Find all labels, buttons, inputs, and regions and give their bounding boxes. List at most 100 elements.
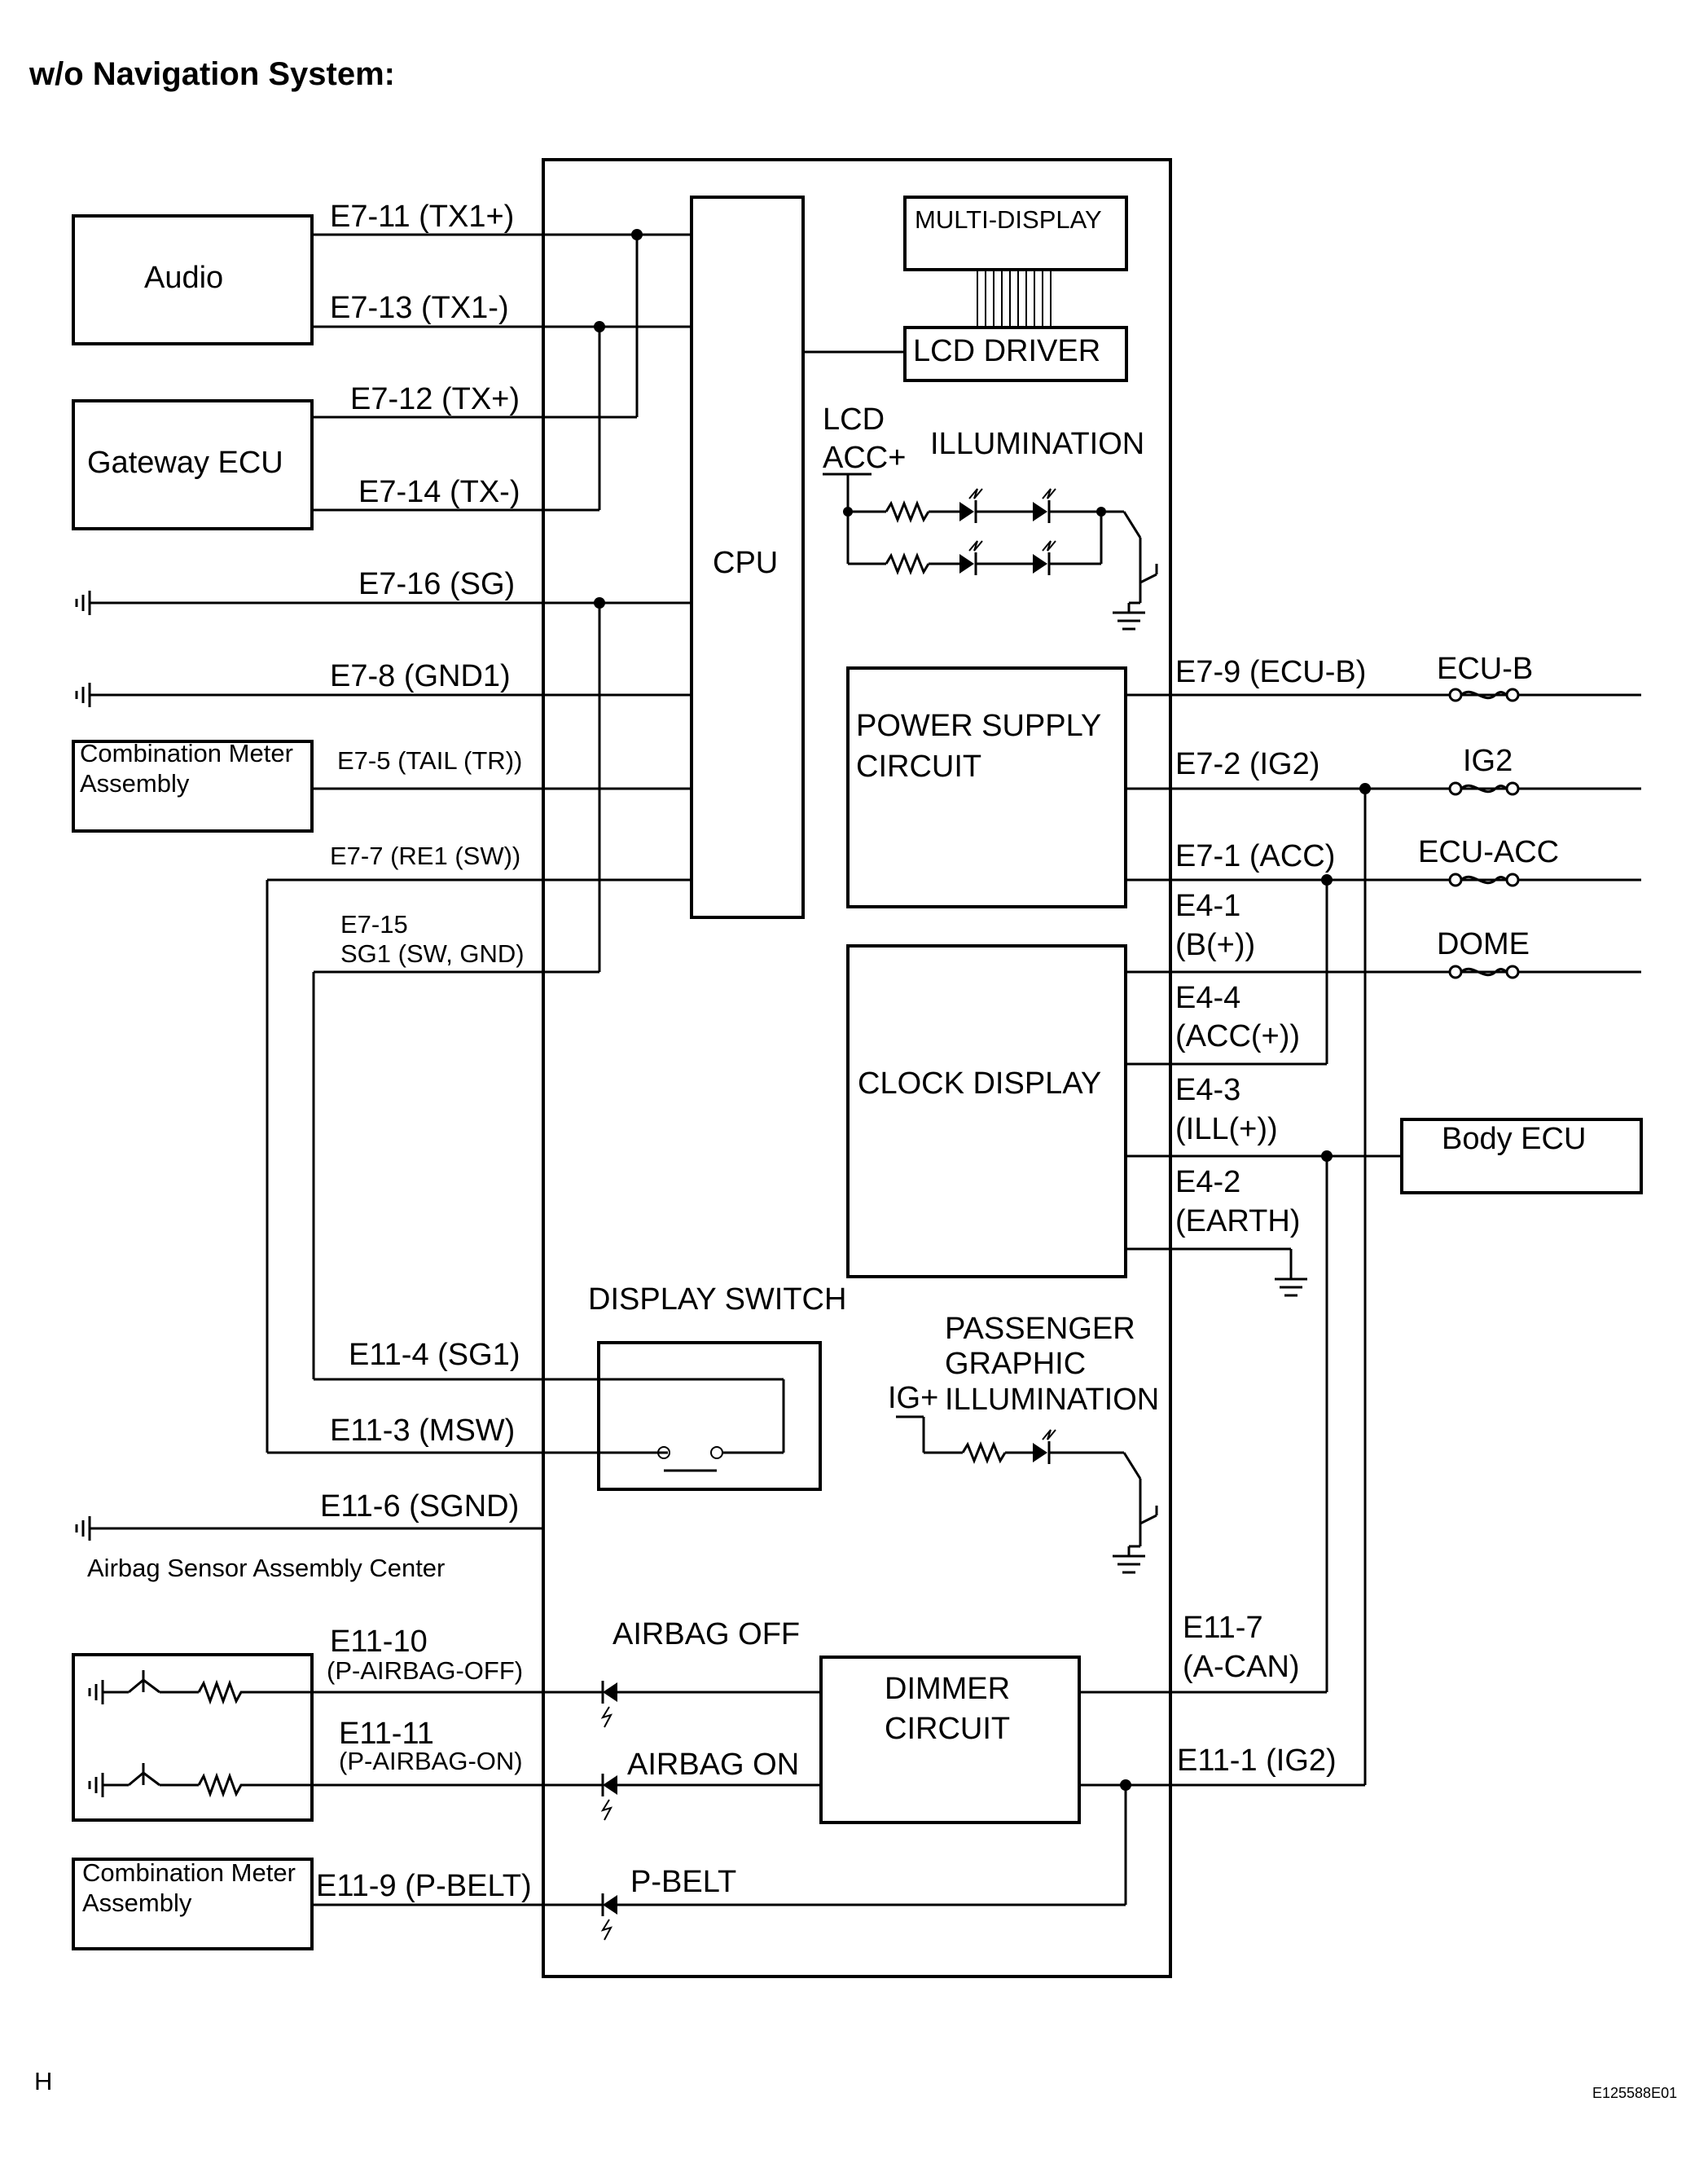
fuse-ig2-label: IG2	[1463, 744, 1513, 778]
display-switch-block	[597, 1341, 822, 1491]
terminal-e11-6: E11-6 (SGND)	[320, 1489, 519, 1524]
terminal-e4-2-line2: (EARTH)	[1175, 1204, 1300, 1238]
terminal-e4-3-line2: (ILL(+))	[1175, 1112, 1278, 1146]
body-ecu-label: Body ECU	[1442, 1122, 1586, 1156]
terminal-e7-7: E7-7 (RE1 (SW))	[330, 842, 520, 870]
combination-meter-2-line2: Assembly	[82, 1889, 192, 1917]
combination-meter-2-line1: Combination Meter	[82, 1858, 296, 1887]
fuse-icon-ecu-b	[1448, 688, 1520, 702]
combination-meter-1-line2: Assembly	[80, 769, 190, 798]
p-belt-label: P-BELT	[630, 1865, 736, 1899]
fuse-dome-label: DOME	[1437, 927, 1530, 961]
terminal-e11-9: E11-9 (P-BELT)	[316, 1869, 532, 1903]
left-wires	[90, 233, 784, 1906]
gateway-ecu-box: Gateway ECU	[72, 399, 314, 530]
terminal-e11-11-line2: (P-AIRBAG-ON)	[339, 1747, 523, 1775]
terminal-e11-7-line1: E11-7	[1183, 1611, 1263, 1645]
terminal-e11-3: E11-3 (MSW)	[330, 1414, 515, 1448]
airbag-sensor-off-circuit	[88, 1670, 252, 1705]
terminal-e4-3-line1: E4-3	[1175, 1073, 1240, 1107]
ground-icon-gnd1	[75, 683, 91, 707]
terminal-e4-4-line2: (ACC(+))	[1175, 1019, 1300, 1053]
cpu-block: CPU	[690, 196, 805, 919]
lcd-driver-block: LCD DRIVER	[903, 326, 1128, 382]
page-title: w/o Navigation System:	[29, 56, 395, 92]
passenger-line1: PASSENGER	[945, 1312, 1135, 1346]
acc-plus-label: ACC+	[823, 441, 906, 475]
fuse-icon-ig2	[1448, 781, 1520, 796]
lcd-bus-lines	[977, 270, 1052, 328]
terminal-e7-2: E7-2 (IG2)	[1175, 747, 1319, 781]
right-wires	[1079, 693, 1641, 1791]
terminal-e11-10-line2: (P-AIRBAG-OFF)	[327, 1656, 523, 1685]
lcd-illumination-circuit	[823, 473, 1158, 631]
multi-display-block: MULTI-DISPLAY	[903, 196, 1128, 271]
terminal-e7-13: E7-13 (TX1-)	[330, 291, 509, 325]
fuse-ecu-b-label: ECU-B	[1437, 652, 1533, 686]
airbag-off-label: AIRBAG OFF	[613, 1617, 800, 1651]
audio-box: Audio	[72, 214, 314, 345]
terminal-e7-12: E7-12 (TX+)	[350, 382, 520, 416]
display-switch-contacts	[657, 1379, 785, 1472]
lcd-label: LCD	[823, 402, 885, 437]
terminal-e11-10-line1: E11-10	[330, 1625, 428, 1659]
terminal-e7-8: E7-8 (GND1)	[330, 659, 511, 693]
terminal-e11-11-line1: E11-11	[339, 1717, 434, 1751]
clock-display-block: CLOCK DISPLAY	[846, 944, 1127, 1278]
airbag-sensor-on-circuit	[88, 1763, 252, 1798]
fuse-ecu-acc-label: ECU-ACC	[1418, 835, 1559, 869]
terminal-e4-2-line1: E4-2	[1175, 1165, 1240, 1199]
passenger-line3: ILLUMINATION	[945, 1383, 1159, 1417]
left-junctions	[594, 229, 643, 609]
terminal-e4-1-line2: (B(+))	[1175, 928, 1255, 962]
figure-code: E125588E01	[1592, 2085, 1677, 2101]
terminal-e7-11: E7-11 (TX1+)	[330, 200, 514, 234]
power-supply-line2: CIRCUIT	[856, 750, 981, 784]
body-ecu-box: Body ECU	[1400, 1118, 1643, 1194]
clock-display-label: CLOCK DISPLAY	[858, 1066, 1101, 1101]
dimmer-line1: DIMMER	[885, 1672, 1010, 1706]
fuse-icon-ecu-acc	[1448, 873, 1520, 887]
terminal-e7-1: E7-1 (ACC)	[1175, 839, 1335, 873]
led-icon-airbag-on	[600, 1774, 821, 1821]
audio-label: Audio	[144, 261, 223, 295]
power-supply-block: POWER SUPPLY CIRCUIT	[846, 666, 1127, 908]
terminal-e11-7-line2: (A-CAN)	[1183, 1650, 1300, 1684]
footer-left: H	[34, 2067, 52, 2095]
airbag-sensor-label: Airbag Sensor Assembly Center	[87, 1554, 445, 1582]
power-supply-line1: POWER SUPPLY	[856, 709, 1101, 743]
combination-meter-box-1: Combination Meter Assembly	[72, 739, 314, 833]
terminal-e7-15-line1: E7-15	[340, 910, 408, 939]
terminal-e7-5: E7-5 (TAIL (TR))	[337, 746, 522, 775]
dimmer-line2: CIRCUIT	[885, 1712, 1010, 1746]
gateway-ecu-label: Gateway ECU	[87, 446, 283, 480]
display-switch-label: DISPLAY SWITCH	[588, 1282, 846, 1317]
airbag-on-label: AIRBAG ON	[627, 1748, 799, 1782]
airbag-sensor-box	[72, 1653, 314, 1822]
dimmer-circuit-block: DIMMER CIRCUIT	[819, 1656, 1081, 1824]
passenger-illumination-circuit	[896, 1415, 1158, 1574]
combination-meter-box-2: Combination Meter Assembly	[72, 1858, 314, 1950]
illumination-label: ILLUMINATION	[930, 427, 1144, 461]
cpu-label: CPU	[713, 546, 778, 580]
combination-meter-1-line1: Combination Meter	[80, 739, 293, 767]
lcd-driver-label: LCD DRIVER	[913, 334, 1100, 368]
terminal-e7-14: E7-14 (TX-)	[358, 475, 520, 509]
ground-icon-sgnd	[75, 1516, 91, 1541]
terminal-e7-15-line2: SG1 (SW, GND)	[340, 939, 525, 968]
terminal-e4-1-line1: E4-1	[1175, 889, 1240, 923]
terminal-e7-16: E7-16 (SG)	[358, 567, 515, 601]
ig-plus-label: IG+	[888, 1381, 938, 1415]
led-icon-p-belt	[600, 1785, 1127, 1941]
terminal-e7-9: E7-9 (ECU-B)	[1175, 655, 1366, 689]
passenger-line2: GRAPHIC	[945, 1347, 1086, 1381]
meter-unit-outline	[542, 158, 1172, 1978]
ground-icon-sg	[75, 591, 91, 615]
terminal-e11-1: E11-1 (IG2)	[1177, 1743, 1337, 1778]
fuse-icon-dome	[1448, 965, 1520, 979]
multi-display-label: MULTI-DISPLAY	[915, 205, 1102, 234]
terminal-e4-4-line1: E4-4	[1175, 981, 1240, 1015]
terminal-e11-4: E11-4 (SG1)	[349, 1338, 520, 1372]
led-icon-airbag-off	[600, 1681, 821, 1728]
